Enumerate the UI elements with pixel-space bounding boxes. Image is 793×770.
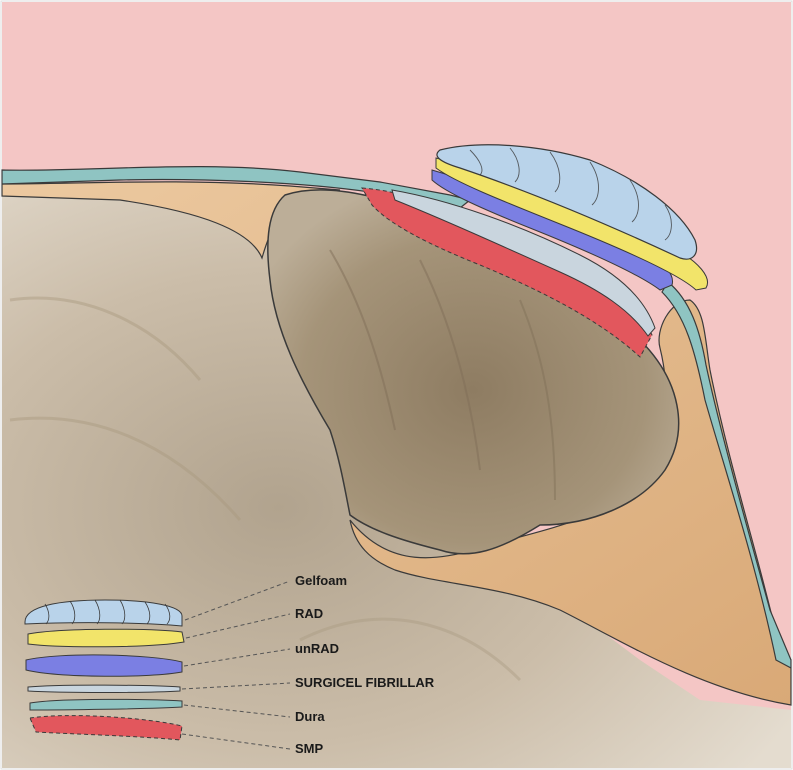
legend-swatch-unrad bbox=[25, 654, 183, 677]
legend-swatches bbox=[24, 599, 185, 741]
surgicel-layer bbox=[391, 189, 656, 337]
leader-line-rad bbox=[185, 613, 291, 639]
legend-label-smp: SMP bbox=[295, 741, 324, 756]
legend-label-dura: Dura bbox=[295, 709, 325, 724]
leader-line-dura bbox=[183, 704, 291, 718]
legend-label-unrad: unRAD bbox=[295, 641, 340, 656]
leader-line-gelfoam bbox=[184, 580, 291, 621]
tumor-fold bbox=[329, 249, 396, 431]
brain-fold bbox=[9, 416, 242, 521]
brain-fold bbox=[299, 617, 522, 682]
legend-swatch-dura bbox=[29, 698, 183, 711]
brain-fold bbox=[9, 296, 202, 381]
legend-swatch-rad bbox=[27, 628, 185, 648]
legend-swatch-gelfoam-scallop bbox=[44, 599, 171, 625]
legend-label-surgicel: SURGICEL FIBRILLAR bbox=[295, 675, 435, 690]
legend-swatch-surgicel bbox=[27, 684, 181, 693]
legend-swatch-smp bbox=[29, 715, 183, 741]
gelfoam-scallop bbox=[469, 147, 672, 241]
legend-label-rad: RAD bbox=[295, 606, 324, 621]
leader-lines bbox=[181, 580, 291, 750]
gelfoam-layer bbox=[436, 144, 698, 260]
leader-line-unrad bbox=[183, 648, 291, 667]
legend-swatch-gelfoam bbox=[24, 599, 183, 627]
tumor-fold bbox=[419, 259, 481, 471]
tumor-fold bbox=[519, 299, 556, 501]
legend-label-gelfoam: Gelfoam bbox=[295, 573, 348, 588]
